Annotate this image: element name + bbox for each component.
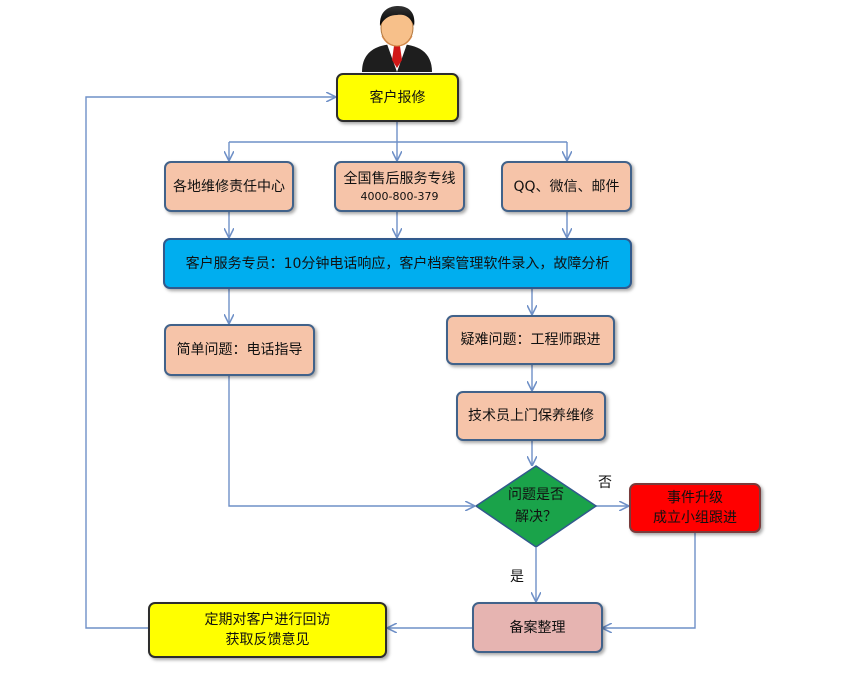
node-simple: 简单问题：电话指导 — [164, 324, 315, 376]
node-online-label: QQ、微信、邮件 — [513, 178, 620, 195]
node-archive: 备案整理 — [472, 602, 603, 653]
node-hotline-number: 4000-800-379 — [360, 189, 439, 203]
escalate-line-2: 成立小组跟进 — [653, 510, 737, 526]
node-service: 客户服务专员：10分钟电话响应，客户档案管理软件录入，故障分析 — [163, 238, 632, 289]
node-report-label: 客户报修 — [369, 89, 426, 106]
node-onsite-label: 技术员上门保养维修 — [468, 408, 594, 424]
node-report: 客户报修 — [336, 73, 459, 122]
node-hotline-label: 全国售后服务专线 — [343, 170, 456, 187]
edge-label-no: 否 — [598, 475, 612, 491]
node-decision-text: 问题是否 解决？ — [486, 484, 586, 528]
node-hard-label: 疑难问题：工程师跟进 — [460, 332, 601, 348]
node-archive-label: 备案整理 — [509, 619, 566, 636]
node-hotline: 全国售后服务专线 4000-800-379 — [334, 161, 465, 212]
escalate-line-1: 事件升级 — [667, 490, 723, 506]
node-escalate: 事件升级 成立小组跟进 — [629, 483, 761, 533]
node-local-center-label: 各地维修责任中心 — [173, 178, 285, 195]
node-local-center: 各地维修责任中心 — [164, 161, 294, 212]
feedback-line-1: 定期对客户进行回访 — [204, 612, 331, 628]
node-onsite: 技术员上门保养维修 — [456, 391, 606, 441]
node-service-label: 客户服务专员：10分钟电话响应，客户档案管理软件录入，故障分析 — [185, 255, 610, 272]
node-feedback: 定期对客户进行回访 获取反馈意见 — [148, 602, 387, 658]
decision-line-1: 问题是否 — [508, 487, 564, 503]
feedback-line-2: 获取反馈意见 — [225, 632, 310, 648]
decision-line-2: 解决？ — [515, 509, 557, 525]
node-hard: 疑难问题：工程师跟进 — [446, 315, 615, 365]
node-online: QQ、微信、邮件 — [501, 161, 632, 212]
decision-diamond — [474, 465, 598, 548]
person-icon — [362, 6, 432, 72]
node-simple-label: 简单问题：电话指导 — [176, 342, 303, 358]
edge-label-yes: 是 — [510, 569, 524, 585]
